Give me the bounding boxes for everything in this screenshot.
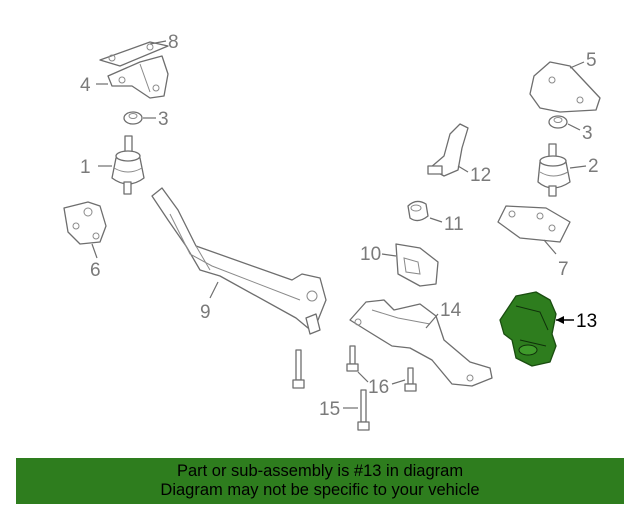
part-1-engine-mount[interactable] [111, 135, 145, 195]
callout-2: 2 [588, 156, 599, 177]
callout-1: 1 [80, 157, 91, 178]
arrow-13 [556, 316, 564, 324]
part-7-bracket[interactable] [497, 205, 571, 243]
part-8-bracket[interactable] [99, 41, 169, 67]
callout-8: 8 [168, 32, 179, 53]
part-5-bracket[interactable] [529, 61, 601, 113]
leader-3-right [567, 123, 581, 131]
leader-7 [543, 239, 557, 255]
part-16-bolt[interactable] [346, 345, 417, 392]
part-15-bolt[interactable] [292, 349, 370, 431]
callout-15: 15 [319, 399, 340, 420]
leader-14 [425, 313, 439, 329]
part-10-bushing[interactable] [395, 243, 439, 287]
callout-4: 4 [80, 75, 91, 96]
callout-13: 13 [576, 311, 597, 332]
leader-10 [381, 253, 397, 257]
part-3-washer-left[interactable] [123, 111, 143, 125]
leader-16b [391, 379, 406, 385]
callout-16: 16 [368, 377, 389, 398]
callout-14: 14 [440, 300, 462, 321]
callout-12: 12 [470, 165, 491, 186]
part-4-bracket[interactable] [107, 55, 169, 99]
leader-11 [429, 217, 443, 223]
parts-diagram: 8 4 3 1 6 9 [63, 32, 601, 431]
leader-8 [149, 40, 167, 45]
part-14-subframe[interactable] [349, 299, 493, 387]
callout-10: 10 [360, 244, 381, 265]
leader-6 [91, 243, 98, 259]
leader-16a [357, 371, 369, 383]
part-3-washer-right[interactable] [548, 115, 568, 129]
banner-line-2: Diagram may not be specific to your vehi… [160, 481, 480, 499]
part-6-bracket[interactable] [63, 201, 107, 245]
part-11-bushing[interactable] [407, 200, 429, 222]
leader-2 [569, 165, 587, 169]
callout-9: 9 [200, 302, 211, 323]
callout-3-right: 3 [582, 123, 593, 144]
callout-7: 7 [558, 259, 569, 280]
callout-3-left: 3 [158, 109, 169, 130]
leader-12 [457, 165, 469, 173]
info-banner: Part or sub-assembly is #13 in diagram D… [16, 458, 624, 504]
callout-5: 5 [586, 50, 597, 71]
part-12-bracket[interactable] [427, 123, 469, 177]
callout-11: 11 [444, 214, 464, 235]
leader-9 [209, 281, 219, 299]
part-13-transmission-mount[interactable] [499, 291, 557, 367]
banner-line-1: Part or sub-assembly is #13 in diagram [176, 462, 464, 480]
callout-6: 6 [90, 260, 101, 281]
part-2-engine-mount[interactable] [537, 143, 571, 197]
part-9-crossmember[interactable] [151, 187, 327, 335]
leader-5 [569, 61, 585, 69]
